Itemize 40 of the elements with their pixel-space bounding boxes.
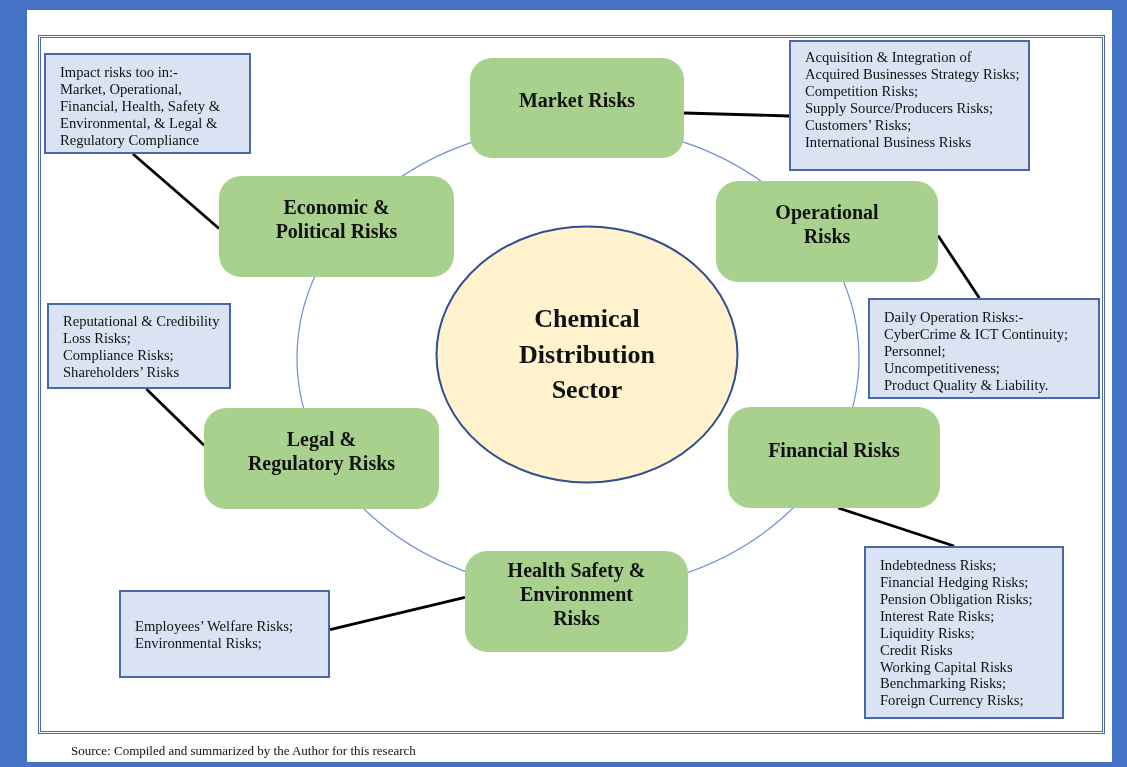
risk-list-item: Foreign Currency Risks; [880, 692, 1025, 710]
risk-list-item: Shareholders’ Risks [63, 363, 181, 381]
connector-line [837, 506, 955, 548]
risk-list-item: Market, Operational, Financial, Health, Safety & Environmental, & Legal & Regulatory Compliance [60, 80, 222, 149]
risk-list-item: Product Quality & Liability. [884, 376, 1050, 394]
risk-list-item: Competition Risks; [805, 82, 920, 100]
connector-line [936, 234, 981, 299]
connector-line [145, 388, 205, 447]
risk-list-item: Financial Hedging Risks; [880, 573, 1030, 591]
risk-category-box: Health Safety & Environment Risks [465, 551, 688, 652]
risk-category-box: Market Risks [470, 58, 684, 158]
source-note: Source: Compiled and summarized by the Author for this research [71, 743, 416, 759]
risk-list-item: Daily Operation Risks:- [884, 309, 1025, 326]
risk-list-item: Customers’ Risks; [805, 116, 913, 134]
risk-list-item: Impact risks too in:- [60, 64, 179, 81]
connector-line [683, 111, 790, 118]
connector-line [132, 152, 220, 230]
risk-list-item: Liquidity Risks; [880, 624, 976, 642]
risk-list-item: Personnel; [884, 342, 947, 360]
risk-list-item: Environmental Risks; [135, 634, 263, 652]
risk-category-box: Legal & Regulatory Risks [204, 408, 439, 509]
risk-list-item: Reputational & Credibility Loss Risks; [63, 313, 221, 347]
risk-category-box: Operational Risks [716, 181, 938, 282]
risk-list-item: Credit Risks [880, 641, 954, 659]
risk-list-item: Indebtedness Risks; [880, 557, 998, 574]
risk-list-item: Uncompetitiveness; [884, 359, 1001, 377]
risk-list-item: Supply Source/Producers Risks; [805, 99, 995, 117]
risk-list-item: Interest Rate Risks; [880, 607, 996, 625]
risk-list-item: Compliance Risks; [63, 346, 175, 364]
risk-category-box: Economic & Political Risks [219, 176, 454, 277]
center-title: Chemical Distribution Sector [518, 302, 656, 407]
risk-list-item: Benchmarking Risks; [880, 675, 1008, 693]
risk-category-box: Financial Risks [728, 407, 940, 508]
risk-list-item: International Business Risks [805, 133, 973, 151]
risk-list-item: CyberCrime & ICT Continuity; [884, 325, 1070, 343]
connector-line [329, 596, 466, 631]
risk-list-item: Employees’ Welfare Risks; [135, 618, 294, 635]
risk-list-item: Pension Obligation Risks; [880, 590, 1034, 608]
risk-list-item: Acquisition & Integration of Acquired Businesses Strategy Risks; [805, 49, 1021, 83]
risk-list-item: Working Capital Risks [880, 658, 1014, 676]
